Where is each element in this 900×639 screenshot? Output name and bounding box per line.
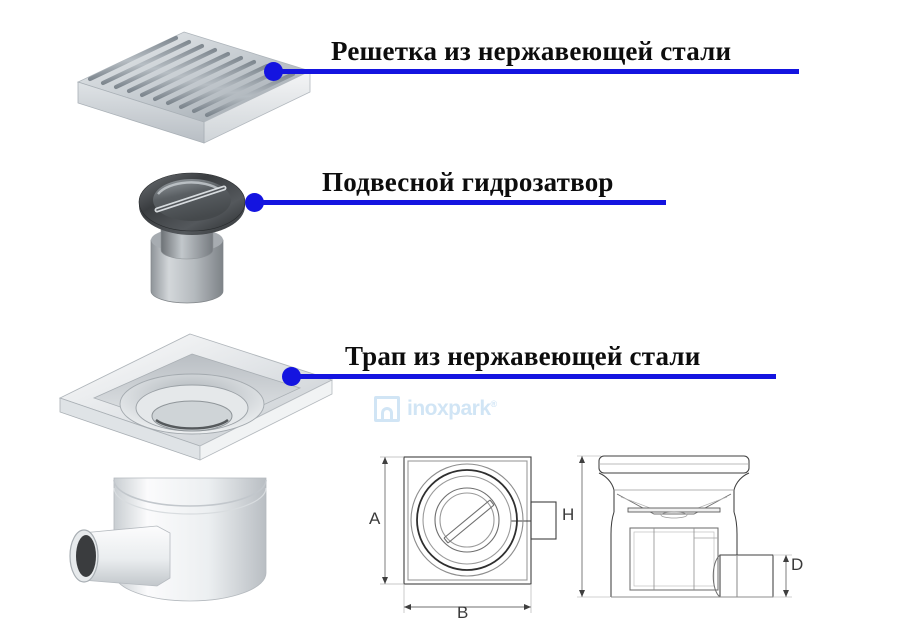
side-view-drawing [577,455,792,598]
stainless-steel-grate-image [76,31,312,144]
inoxpark-arch-logo-icon [374,396,400,422]
callout-line-water-trap [252,200,666,205]
callout-dot-drain-body [282,367,301,386]
dimension-letter-b: B [457,603,469,622]
callout-label-water-trap: Подвесной гидрозатвор [322,167,614,197]
callout-label-drain-body: Трап из нержавеющей стали [345,341,701,371]
callout-line-grate [271,69,799,74]
callout-label-grate: Решетка из нержавеющей стали [331,36,732,66]
watermark-brand: inoxpark [407,397,491,420]
callout-dot-grate [264,62,283,81]
callout-line-drain-body [289,374,776,379]
watermark-trademark: ® [490,399,498,409]
suspended-water-trap-image [138,172,246,304]
stainless-steel-floor-drain-image [58,333,334,602]
dimension-letter-h: H [562,505,575,524]
top-view-drawing [380,456,557,613]
watermark: inoxpark® [374,396,497,422]
dimension-letter-d: D [791,555,804,574]
watermark-text: inoxpark® [407,397,497,421]
callout-dot-water-trap [245,193,264,212]
dimension-letter-a: A [369,509,381,528]
